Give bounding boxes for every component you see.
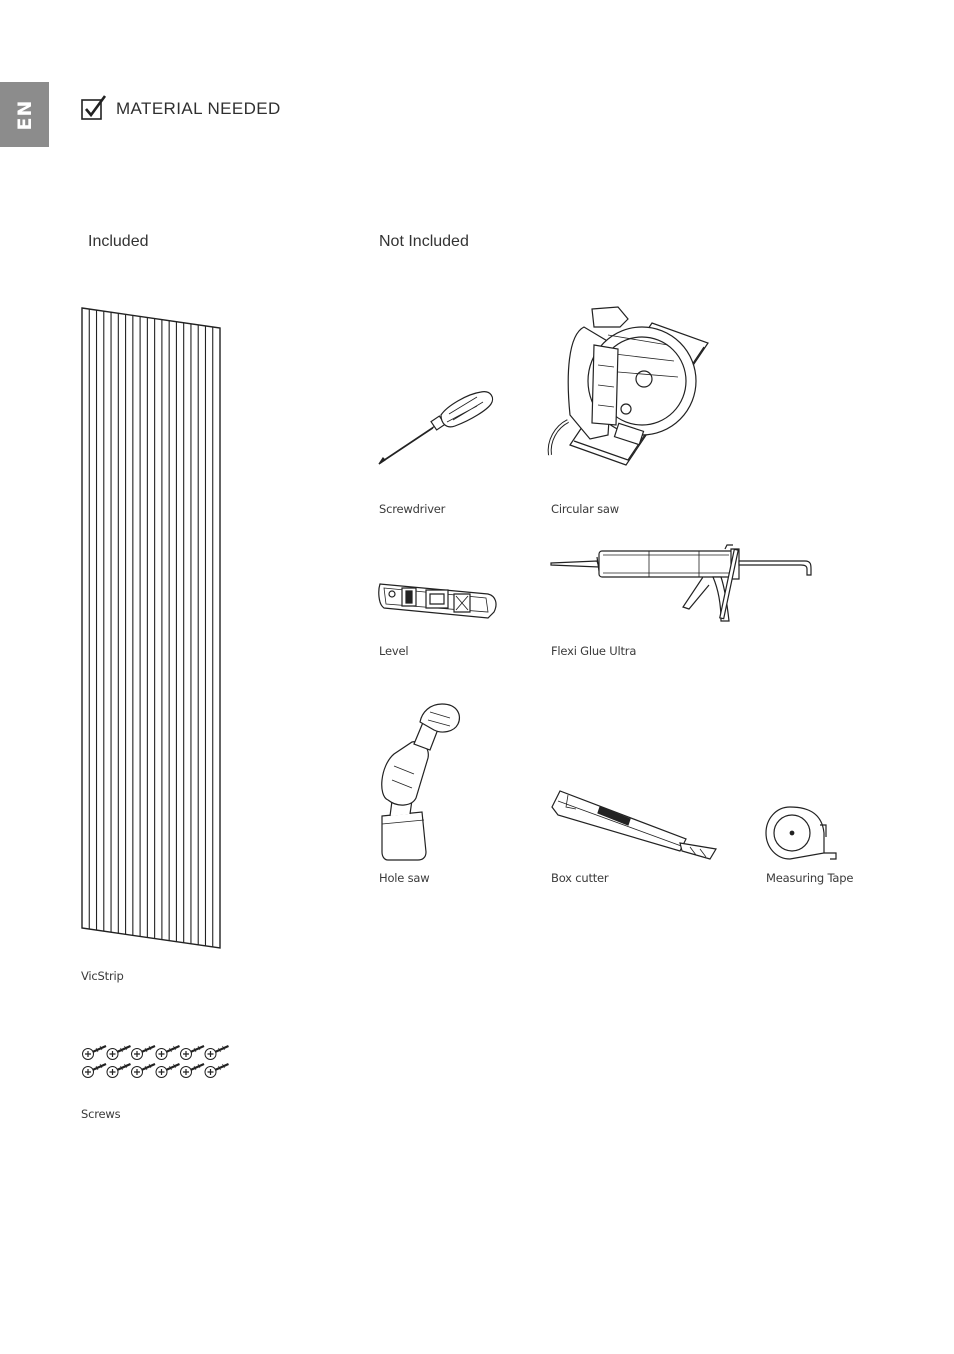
page-title: MATERIAL NEEDED	[116, 99, 281, 118]
level-label: Level	[379, 644, 409, 658]
included-heading: Included	[88, 233, 149, 250]
screwdriver-label: Screwdriver	[379, 502, 446, 516]
checkbox-checked-icon	[81, 95, 107, 120]
vicstrip-label: VicStrip	[81, 969, 124, 983]
box-cutter-label: Box cutter	[551, 871, 609, 885]
circular-saw-label: Circular saw	[551, 502, 619, 516]
language-tab-label: EN	[13, 99, 36, 130]
flexi-glue-label: Flexi Glue Ultra	[551, 644, 637, 658]
caulking-gun-icon	[549, 545, 813, 623]
measuring-tape-label: Measuring Tape	[766, 871, 854, 885]
hole-saw-drill-icon	[378, 700, 468, 862]
language-tab: EN	[0, 82, 49, 147]
screwdriver-icon	[377, 388, 497, 468]
box-cutter-icon	[550, 789, 720, 861]
circular-saw-icon	[548, 305, 710, 467]
screws-label: Screws	[81, 1107, 121, 1121]
hole-saw-label: Hole saw	[379, 871, 430, 885]
acoustic-panel-icon	[81, 307, 223, 950]
spirit-level-icon	[378, 578, 498, 620]
screws-icon	[80, 1040, 236, 1084]
not-included-heading: Not Included	[379, 233, 469, 250]
measuring-tape-icon	[764, 803, 840, 863]
